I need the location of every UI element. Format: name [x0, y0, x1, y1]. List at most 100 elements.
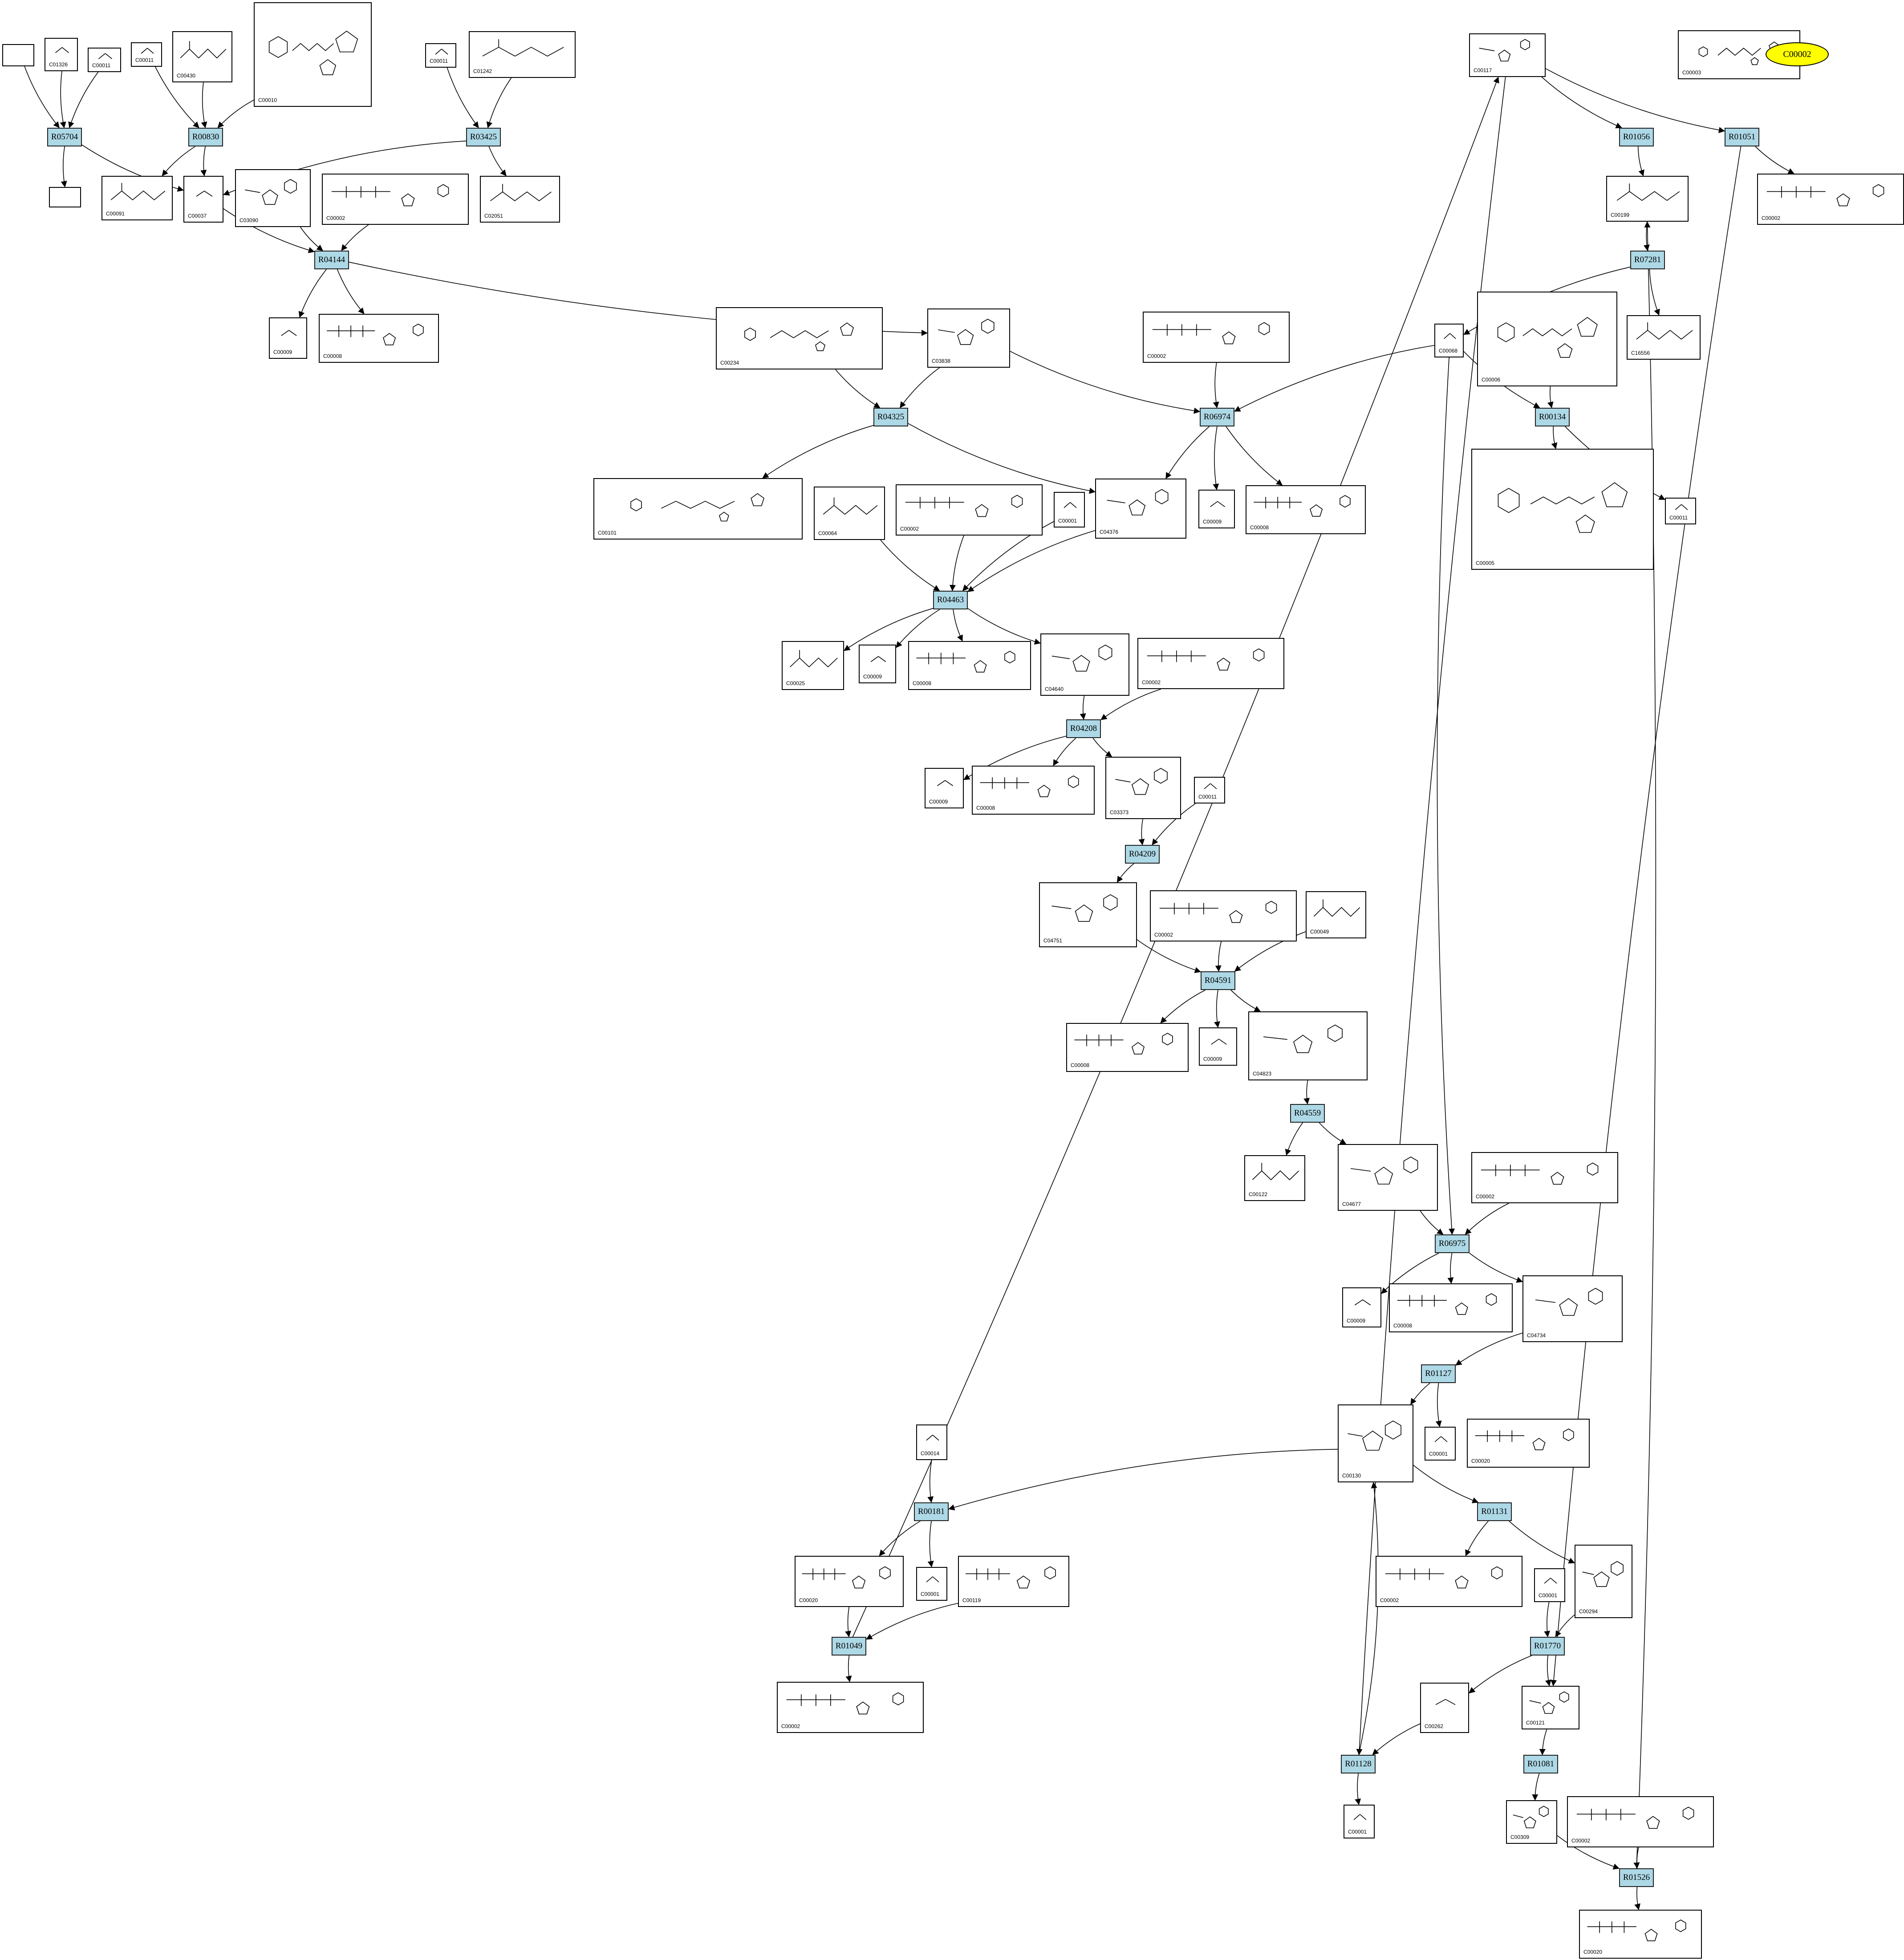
reaction-r04208[interactable]: R04208 [1066, 719, 1101, 738]
compound-c00001[interactable]: C00001 [1534, 1568, 1565, 1602]
reaction-r04463[interactable]: R04463 [933, 591, 968, 609]
reaction-r05704[interactable]: R05704 [47, 128, 82, 146]
compound-c00068[interactable]: C00068 [1434, 324, 1464, 357]
compound-c04751[interactable]: C04751 [1039, 882, 1137, 947]
compound-c02051[interactable]: C02051 [480, 176, 560, 223]
compound-c00011[interactable]: C00011 [1665, 498, 1696, 524]
reaction-r01128[interactable]: R01128 [1341, 1755, 1376, 1773]
reaction-r01056[interactable]: R01056 [1619, 128, 1654, 146]
compound-c00001[interactable]: C00001 [1054, 492, 1085, 528]
compound-c00234[interactable]: C00234 [716, 307, 883, 369]
compound-c00117[interactable]: C00117 [1469, 33, 1546, 77]
compound-c00037[interactable]: C00037 [183, 176, 223, 223]
reaction-r07281[interactable]: R07281 [1630, 251, 1665, 269]
compound-c16556[interactable]: C16556 [1627, 315, 1701, 360]
compound-[interactable] [49, 187, 81, 207]
compound-c00006[interactable]: C00006 [1477, 292, 1617, 386]
reaction-r04559[interactable]: R04559 [1290, 1104, 1325, 1123]
compound-c00008[interactable]: C00008 [1389, 1283, 1513, 1332]
compound-c04677[interactable]: C04677 [1338, 1144, 1438, 1211]
compound-c04376[interactable]: C04376 [1095, 479, 1186, 539]
compound-c00008[interactable]: C00008 [972, 766, 1095, 815]
compound-c00020[interactable]: C00020 [795, 1556, 904, 1607]
reaction-r04144[interactable]: R04144 [314, 251, 349, 269]
compound-c00121[interactable]: C00121 [1522, 1686, 1579, 1729]
reaction-r04591[interactable]: R04591 [1201, 971, 1235, 990]
compound-c00009[interactable]: C00009 [1198, 490, 1235, 528]
compound-c00008[interactable]: C00008 [1246, 485, 1366, 534]
reaction-r00830[interactable]: R00830 [188, 128, 223, 146]
compound-c00002[interactable]: C00002 [1757, 174, 1904, 225]
compound-c00002[interactable]: C00002 [1471, 1152, 1618, 1203]
compound-c00020[interactable]: C00020 [1467, 1419, 1590, 1468]
compound-c01326[interactable]: C01326 [45, 38, 78, 71]
compound-c00008[interactable]: C00008 [1066, 1023, 1189, 1072]
compound-c00091[interactable]: C00091 [101, 176, 173, 220]
compound-c00430[interactable]: C00430 [172, 31, 232, 82]
compound-c00199[interactable]: C00199 [1606, 176, 1689, 222]
compound-c00011[interactable]: C00011 [131, 42, 162, 67]
reaction-r06975[interactable]: R06975 [1435, 1234, 1470, 1253]
reaction-r04209[interactable]: R04209 [1125, 845, 1160, 864]
compound-id-label: C00262 [1425, 1723, 1444, 1729]
compound-c00020[interactable]: C00020 [1579, 1910, 1702, 1959]
compound-[interactable] [2, 44, 34, 66]
edge-r06975-to-c00008f [1447, 1253, 1454, 1284]
reaction-r01081[interactable]: R01081 [1523, 1755, 1558, 1773]
compound-c03373[interactable]: C03373 [1105, 757, 1181, 819]
compound-c00130[interactable]: C00130 [1338, 1404, 1413, 1482]
reaction-r00181[interactable]: R00181 [914, 1502, 949, 1521]
compound-c00064[interactable]: C00064 [814, 487, 885, 540]
compound-c00002[interactable]: C00002 [1567, 1796, 1714, 1847]
compound-c03090[interactable]: C03090 [235, 169, 311, 227]
compound-c00002[interactable]: C00002 [1376, 1556, 1522, 1607]
reaction-r04325[interactable]: R04325 [873, 408, 908, 426]
compound-c00025[interactable]: C00025 [782, 641, 844, 690]
compound-c00001[interactable]: C00001 [916, 1567, 947, 1601]
reaction-r01049[interactable]: R01049 [832, 1637, 866, 1656]
compound-c00101[interactable]: C00101 [593, 478, 803, 540]
compound-c00119[interactable]: C00119 [958, 1556, 1069, 1607]
compound-c00122[interactable]: C00122 [1244, 1155, 1305, 1201]
compound-c00001[interactable]: C00001 [1344, 1805, 1375, 1838]
compound-c00309[interactable]: C00309 [1506, 1800, 1557, 1844]
compound-c00009[interactable]: C00009 [859, 645, 896, 683]
compound-c00008[interactable]: C00008 [319, 314, 439, 363]
reaction-r01526[interactable]: R01526 [1619, 1868, 1654, 1887]
structure-drawing [786, 1692, 904, 1715]
reaction-r03425[interactable]: R03425 [466, 128, 501, 146]
compound-c00011[interactable]: C00011 [1194, 777, 1225, 803]
reaction-r01127[interactable]: R01127 [1421, 1364, 1456, 1383]
highlight-compound-C00002[interactable]: C00002 [1766, 42, 1829, 66]
compound-c00009[interactable]: C00009 [1199, 1027, 1237, 1066]
compound-c00014[interactable]: C00014 [916, 1424, 947, 1460]
compound-c03838[interactable]: C03838 [927, 308, 1010, 368]
compound-c04640[interactable]: C04640 [1040, 633, 1129, 696]
compound-c00002[interactable]: C00002 [777, 1682, 924, 1733]
compound-c00002[interactable]: C00002 [896, 484, 1043, 536]
reaction-r01131[interactable]: R01131 [1477, 1502, 1512, 1521]
compound-c00011[interactable]: C00011 [88, 48, 121, 72]
compound-c04734[interactable]: C04734 [1522, 1275, 1623, 1342]
compound-c00009[interactable]: C00009 [269, 317, 307, 359]
compound-c00294[interactable]: C00294 [1575, 1545, 1632, 1618]
compound-c01242[interactable]: C01242 [469, 31, 576, 78]
reaction-r06974[interactable]: R06974 [1200, 408, 1234, 426]
compound-c04823[interactable]: C04823 [1248, 1011, 1368, 1080]
compound-c00262[interactable]: C00262 [1420, 1683, 1469, 1733]
compound-c00002[interactable]: C00002 [322, 174, 469, 225]
reaction-r01051[interactable]: R01051 [1725, 128, 1759, 146]
compound-c00049[interactable]: C00049 [1306, 891, 1366, 938]
compound-c00011[interactable]: C00011 [425, 43, 456, 68]
compound-c00002[interactable]: C00002 [1143, 312, 1290, 363]
compound-c00009[interactable]: C00009 [1342, 1287, 1381, 1327]
compound-c00002[interactable]: C00002 [1150, 890, 1297, 941]
compound-c00005[interactable]: C00005 [1471, 449, 1654, 570]
reaction-r00134[interactable]: R00134 [1535, 408, 1570, 426]
compound-c00010[interactable]: C00010 [254, 2, 372, 107]
reaction-r01770[interactable]: R01770 [1530, 1637, 1565, 1656]
compound-c00001[interactable]: C00001 [1425, 1427, 1456, 1461]
compound-c00008[interactable]: C00008 [908, 641, 1031, 690]
compound-c00009[interactable]: C00009 [925, 768, 964, 808]
compound-c00002[interactable]: C00002 [1137, 638, 1284, 689]
